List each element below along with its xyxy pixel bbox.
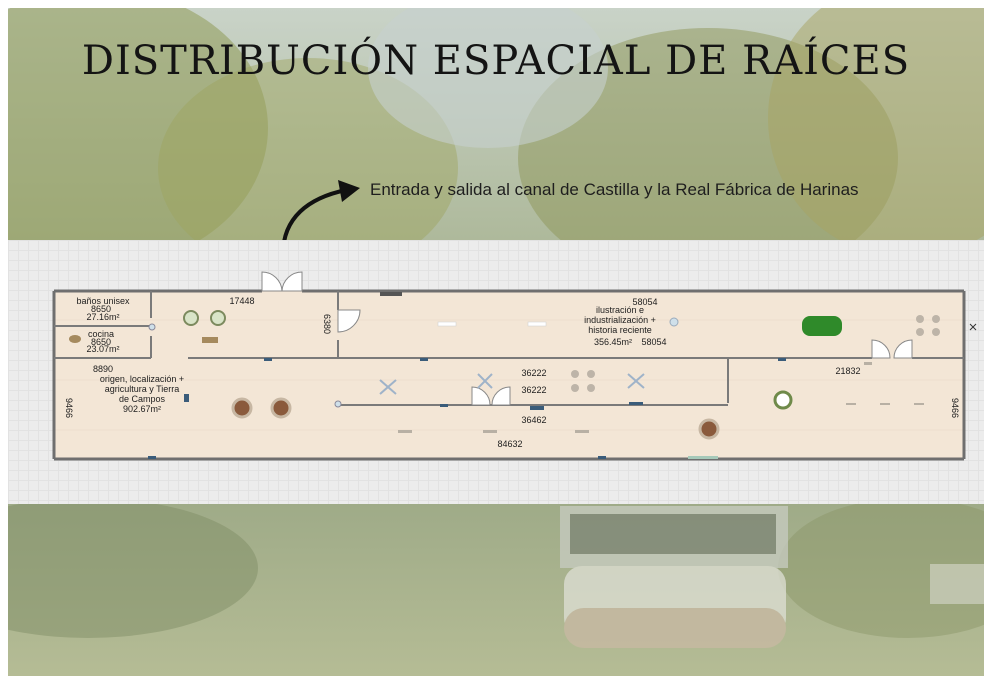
floor-plan: baños unisex 8650 27.16m² cocina 8650 23… xyxy=(52,271,977,461)
dim-58054-top: 58054 xyxy=(632,297,657,307)
room-ilustracion-area: 356.45m² xyxy=(594,337,632,347)
room-origen-area: 902.67m² xyxy=(123,404,161,414)
room-origen-name-2: agricultura y Tierra xyxy=(105,384,180,394)
dim-17448: 17448 xyxy=(229,296,254,306)
room-banos-area: 27.16m² xyxy=(86,312,119,322)
entry-caption: Entrada y salida al canal de Castilla y … xyxy=(370,180,859,199)
room-ilustracion-name-1: ilustración e xyxy=(596,305,644,315)
dim-21832: 21832 xyxy=(835,366,860,376)
boat-illustration xyxy=(560,506,788,648)
background-scene xyxy=(8,8,984,676)
dim-9466-left: 9466 xyxy=(64,398,74,418)
dim-9466-right: 9466 xyxy=(950,398,960,418)
dim-58054-bottom: 58054 xyxy=(641,337,666,347)
room-cocina-name: cocina xyxy=(88,329,114,339)
furniture xyxy=(69,292,977,459)
room-cocina-dim: 8650 xyxy=(91,337,111,347)
room-ilustracion-name-3: historia reciente xyxy=(588,325,652,335)
dim-36222-a: 36222 xyxy=(521,368,546,378)
room-banos-dim: 8650 xyxy=(91,304,111,314)
page-title: DISTRIBUCIÓN ESPACIAL DE RAÍCES xyxy=(81,38,911,84)
outer-walls xyxy=(52,289,966,461)
dim-36222-b: 36222 xyxy=(521,385,546,395)
dim-6380: 6380 xyxy=(322,314,332,334)
room-origen-name-1: origen, localización + xyxy=(100,374,184,384)
room-origen-name-3: de Campos xyxy=(119,394,166,404)
room-cocina-area: 23.07m² xyxy=(86,344,119,354)
dim-84632: 84632 xyxy=(497,439,522,449)
door-swings xyxy=(261,271,913,406)
dim-8890: 8890 xyxy=(93,364,113,374)
slide: DISTRIBUCIÓN ESPACIAL DE RAÍCES Entrada … xyxy=(8,8,984,676)
room-ilustracion-name-2: industrialización + xyxy=(584,315,656,325)
dim-36462: 36462 xyxy=(521,415,546,425)
room-banos-name: baños unisex xyxy=(76,296,130,306)
